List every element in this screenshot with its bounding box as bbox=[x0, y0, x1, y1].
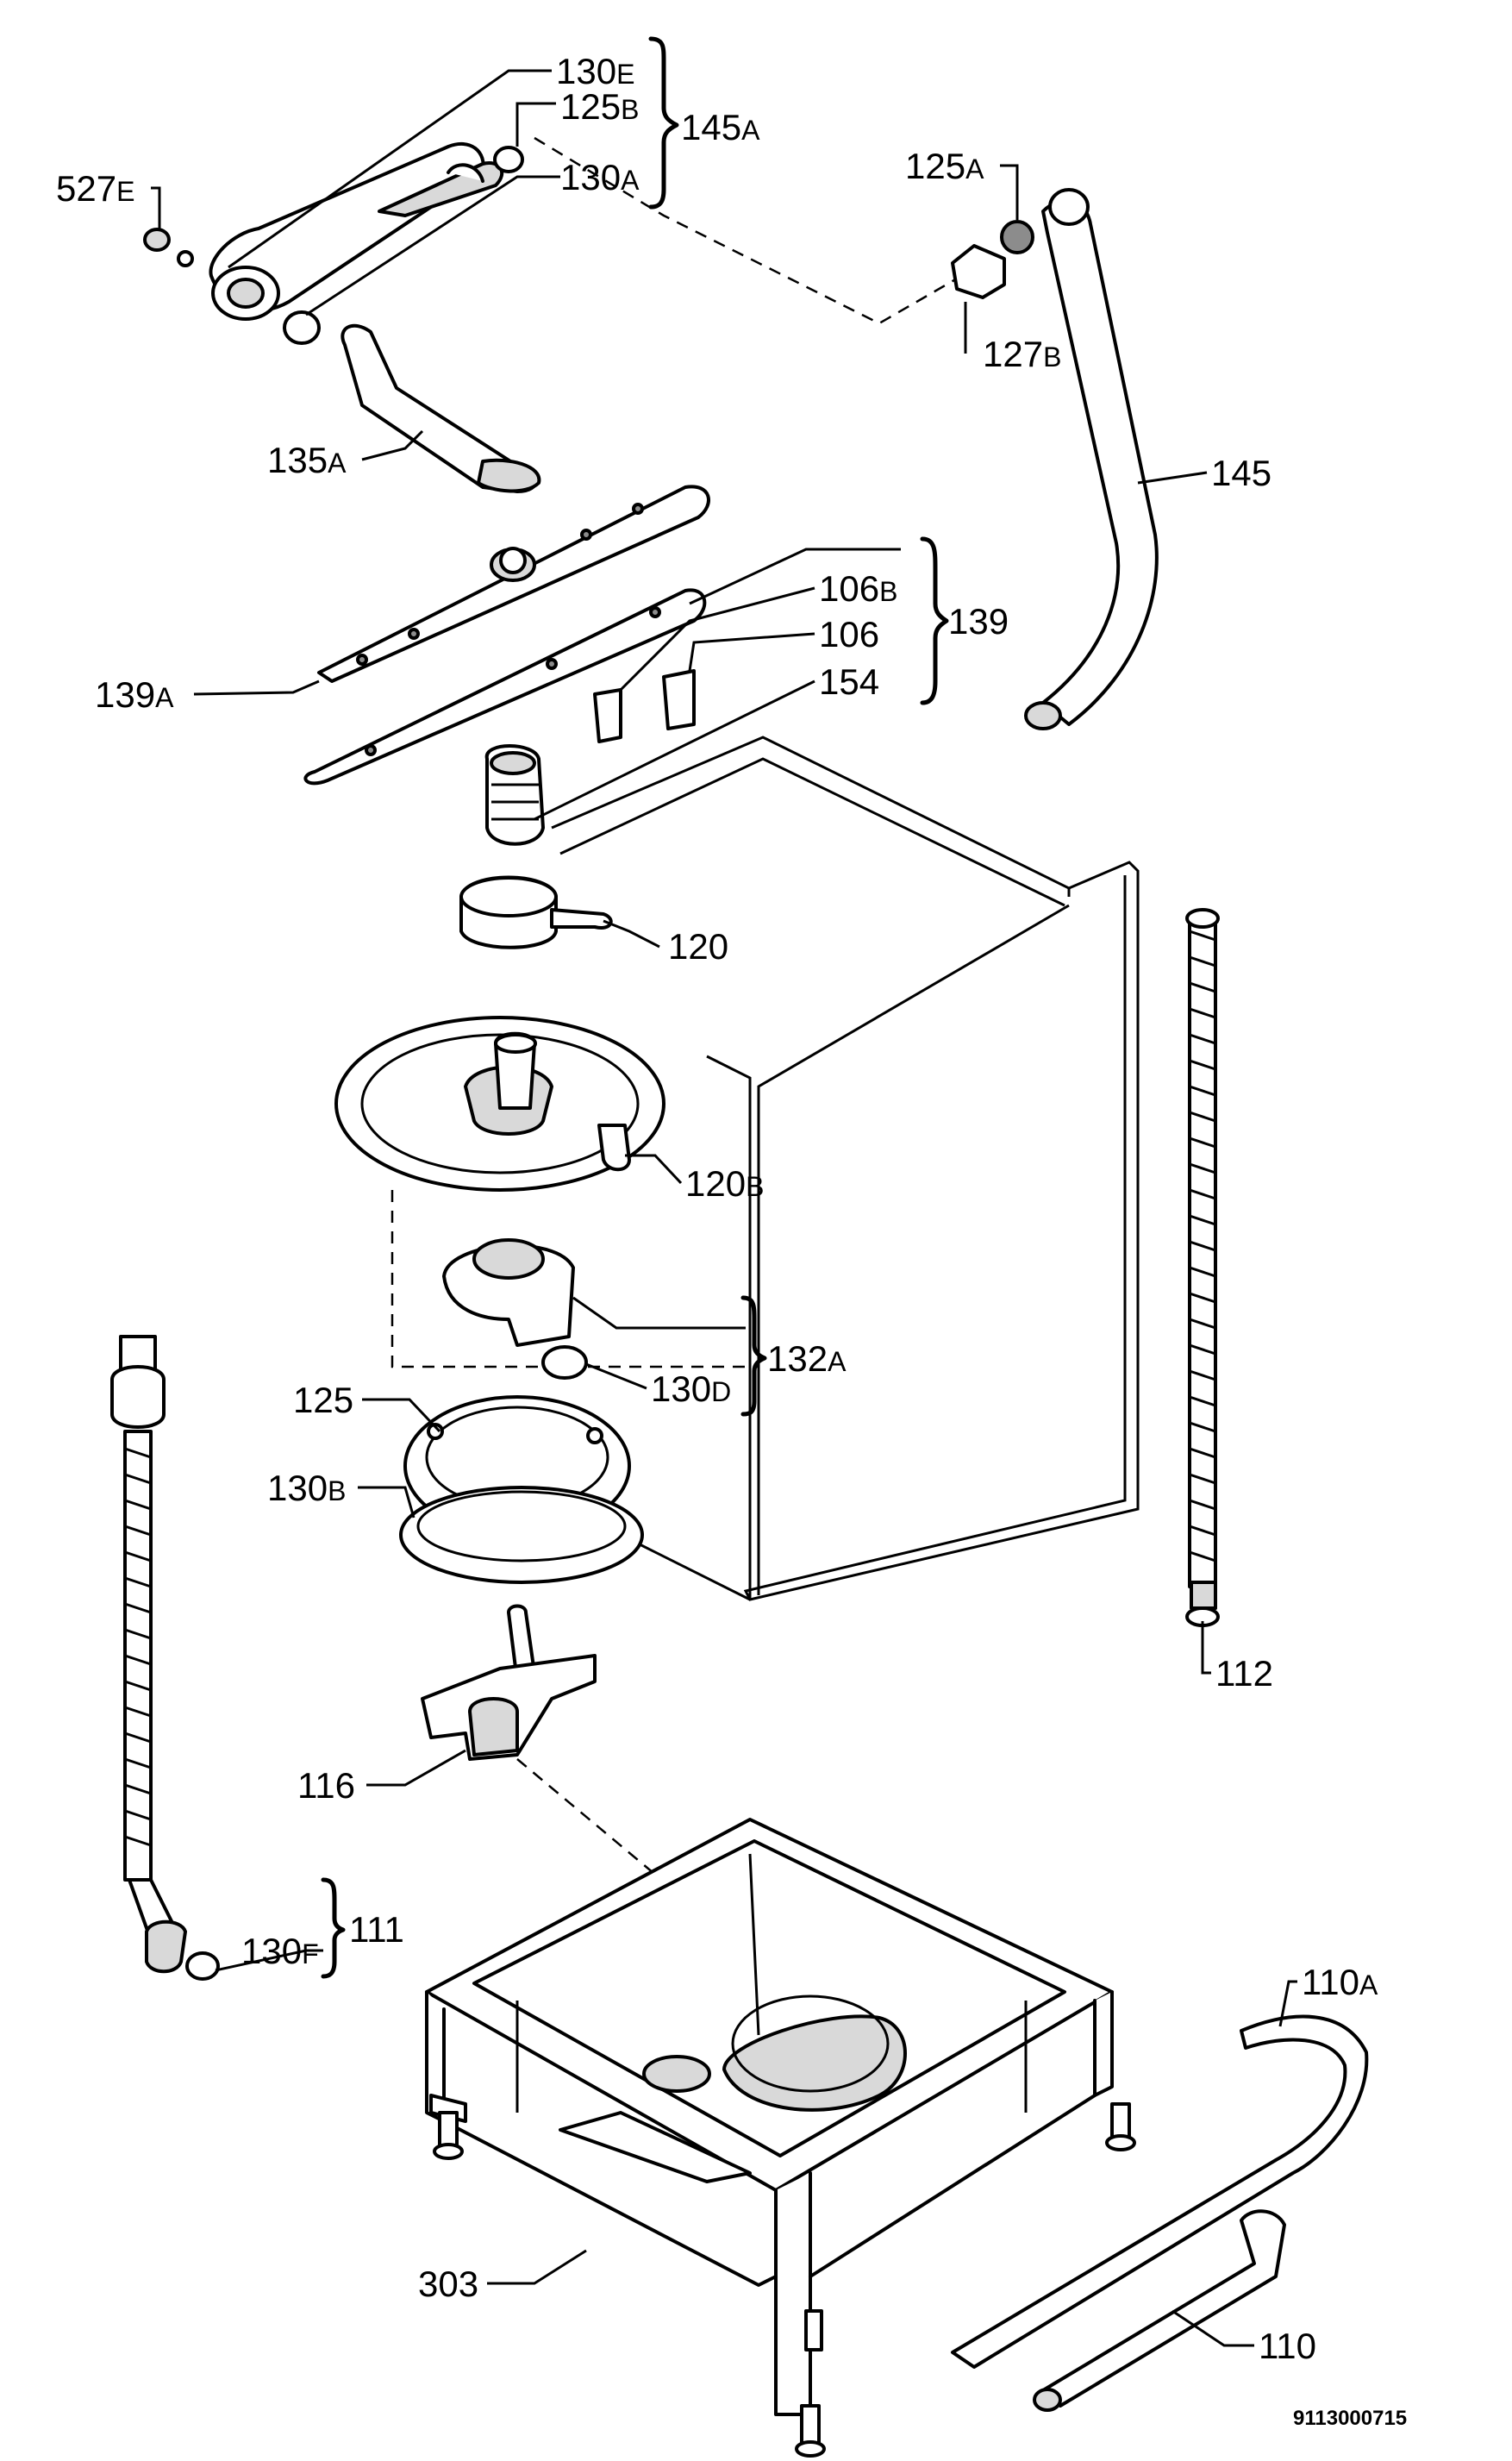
gasket-125A bbox=[1000, 220, 1034, 254]
label-120: 120 bbox=[668, 926, 728, 967]
label-106B: 106B bbox=[819, 568, 897, 609]
label-111: 111 bbox=[349, 1909, 404, 1950]
hose-111 bbox=[110, 1335, 220, 1981]
label-527E: 527E bbox=[56, 168, 134, 209]
label-125B: 125B bbox=[560, 86, 639, 127]
label-145A: 145A bbox=[681, 107, 760, 147]
nut-527E bbox=[143, 228, 171, 252]
label-145: 145 bbox=[1211, 453, 1271, 493]
clips bbox=[593, 669, 696, 743]
part-labels: 130E 125B 145A 130A 527E 125A 127B 145 1… bbox=[56, 51, 1378, 2366]
o-ring-130A bbox=[283, 310, 321, 345]
label-303: 303 bbox=[418, 2264, 478, 2304]
label-130F: 130F bbox=[241, 1931, 319, 1971]
spray-arm-support bbox=[341, 323, 541, 493]
label-130B: 130B bbox=[267, 1468, 346, 1508]
gasket-130F bbox=[185, 1951, 220, 1981]
drain-pipes bbox=[951, 2014, 1369, 2412]
label-120B: 120B bbox=[685, 1163, 764, 1204]
label-139A: 139A bbox=[95, 674, 174, 715]
label-132A: 132A bbox=[767, 1338, 847, 1379]
label-106: 106 bbox=[819, 614, 879, 654]
braces bbox=[321, 36, 949, 1979]
label-127B: 127B bbox=[983, 334, 1061, 374]
filter-plate bbox=[334, 1016, 665, 1192]
label-130D: 130D bbox=[651, 1368, 731, 1409]
label-116: 116 bbox=[297, 1765, 355, 1806]
label-130E: 130E bbox=[556, 51, 634, 91]
leader-lines bbox=[151, 69, 1297, 2347]
microfilter bbox=[442, 1238, 588, 1380]
lower-spray-arms bbox=[303, 485, 710, 786]
label-110: 110 bbox=[1259, 2326, 1316, 2366]
tub-outline bbox=[551, 736, 1140, 1601]
o-ring-125B bbox=[493, 146, 524, 173]
base-frame bbox=[425, 1818, 1136, 2458]
label-139: 139 bbox=[948, 601, 1009, 642]
sump-rings bbox=[399, 1395, 644, 1584]
upper-spray-arm bbox=[143, 141, 524, 345]
o-ring-130D bbox=[541, 1345, 588, 1380]
label-125: 125 bbox=[293, 1380, 353, 1420]
label-130A: 130A bbox=[560, 157, 640, 197]
label-125A: 125A bbox=[905, 146, 984, 186]
label-154: 154 bbox=[819, 661, 879, 702]
nut-127B bbox=[951, 244, 1006, 299]
nozzle bbox=[484, 744, 545, 846]
label-110A: 110A bbox=[1302, 1962, 1378, 2002]
ring-nut bbox=[459, 875, 613, 949]
label-112: 112 bbox=[1215, 1653, 1273, 1694]
inlet-hose-112 bbox=[1185, 908, 1220, 1627]
feed-pipe bbox=[951, 188, 1159, 730]
support-116 bbox=[421, 1604, 597, 1761]
label-135A: 135A bbox=[267, 440, 347, 480]
reference-number: 9113000715 bbox=[1293, 2407, 1407, 2430]
